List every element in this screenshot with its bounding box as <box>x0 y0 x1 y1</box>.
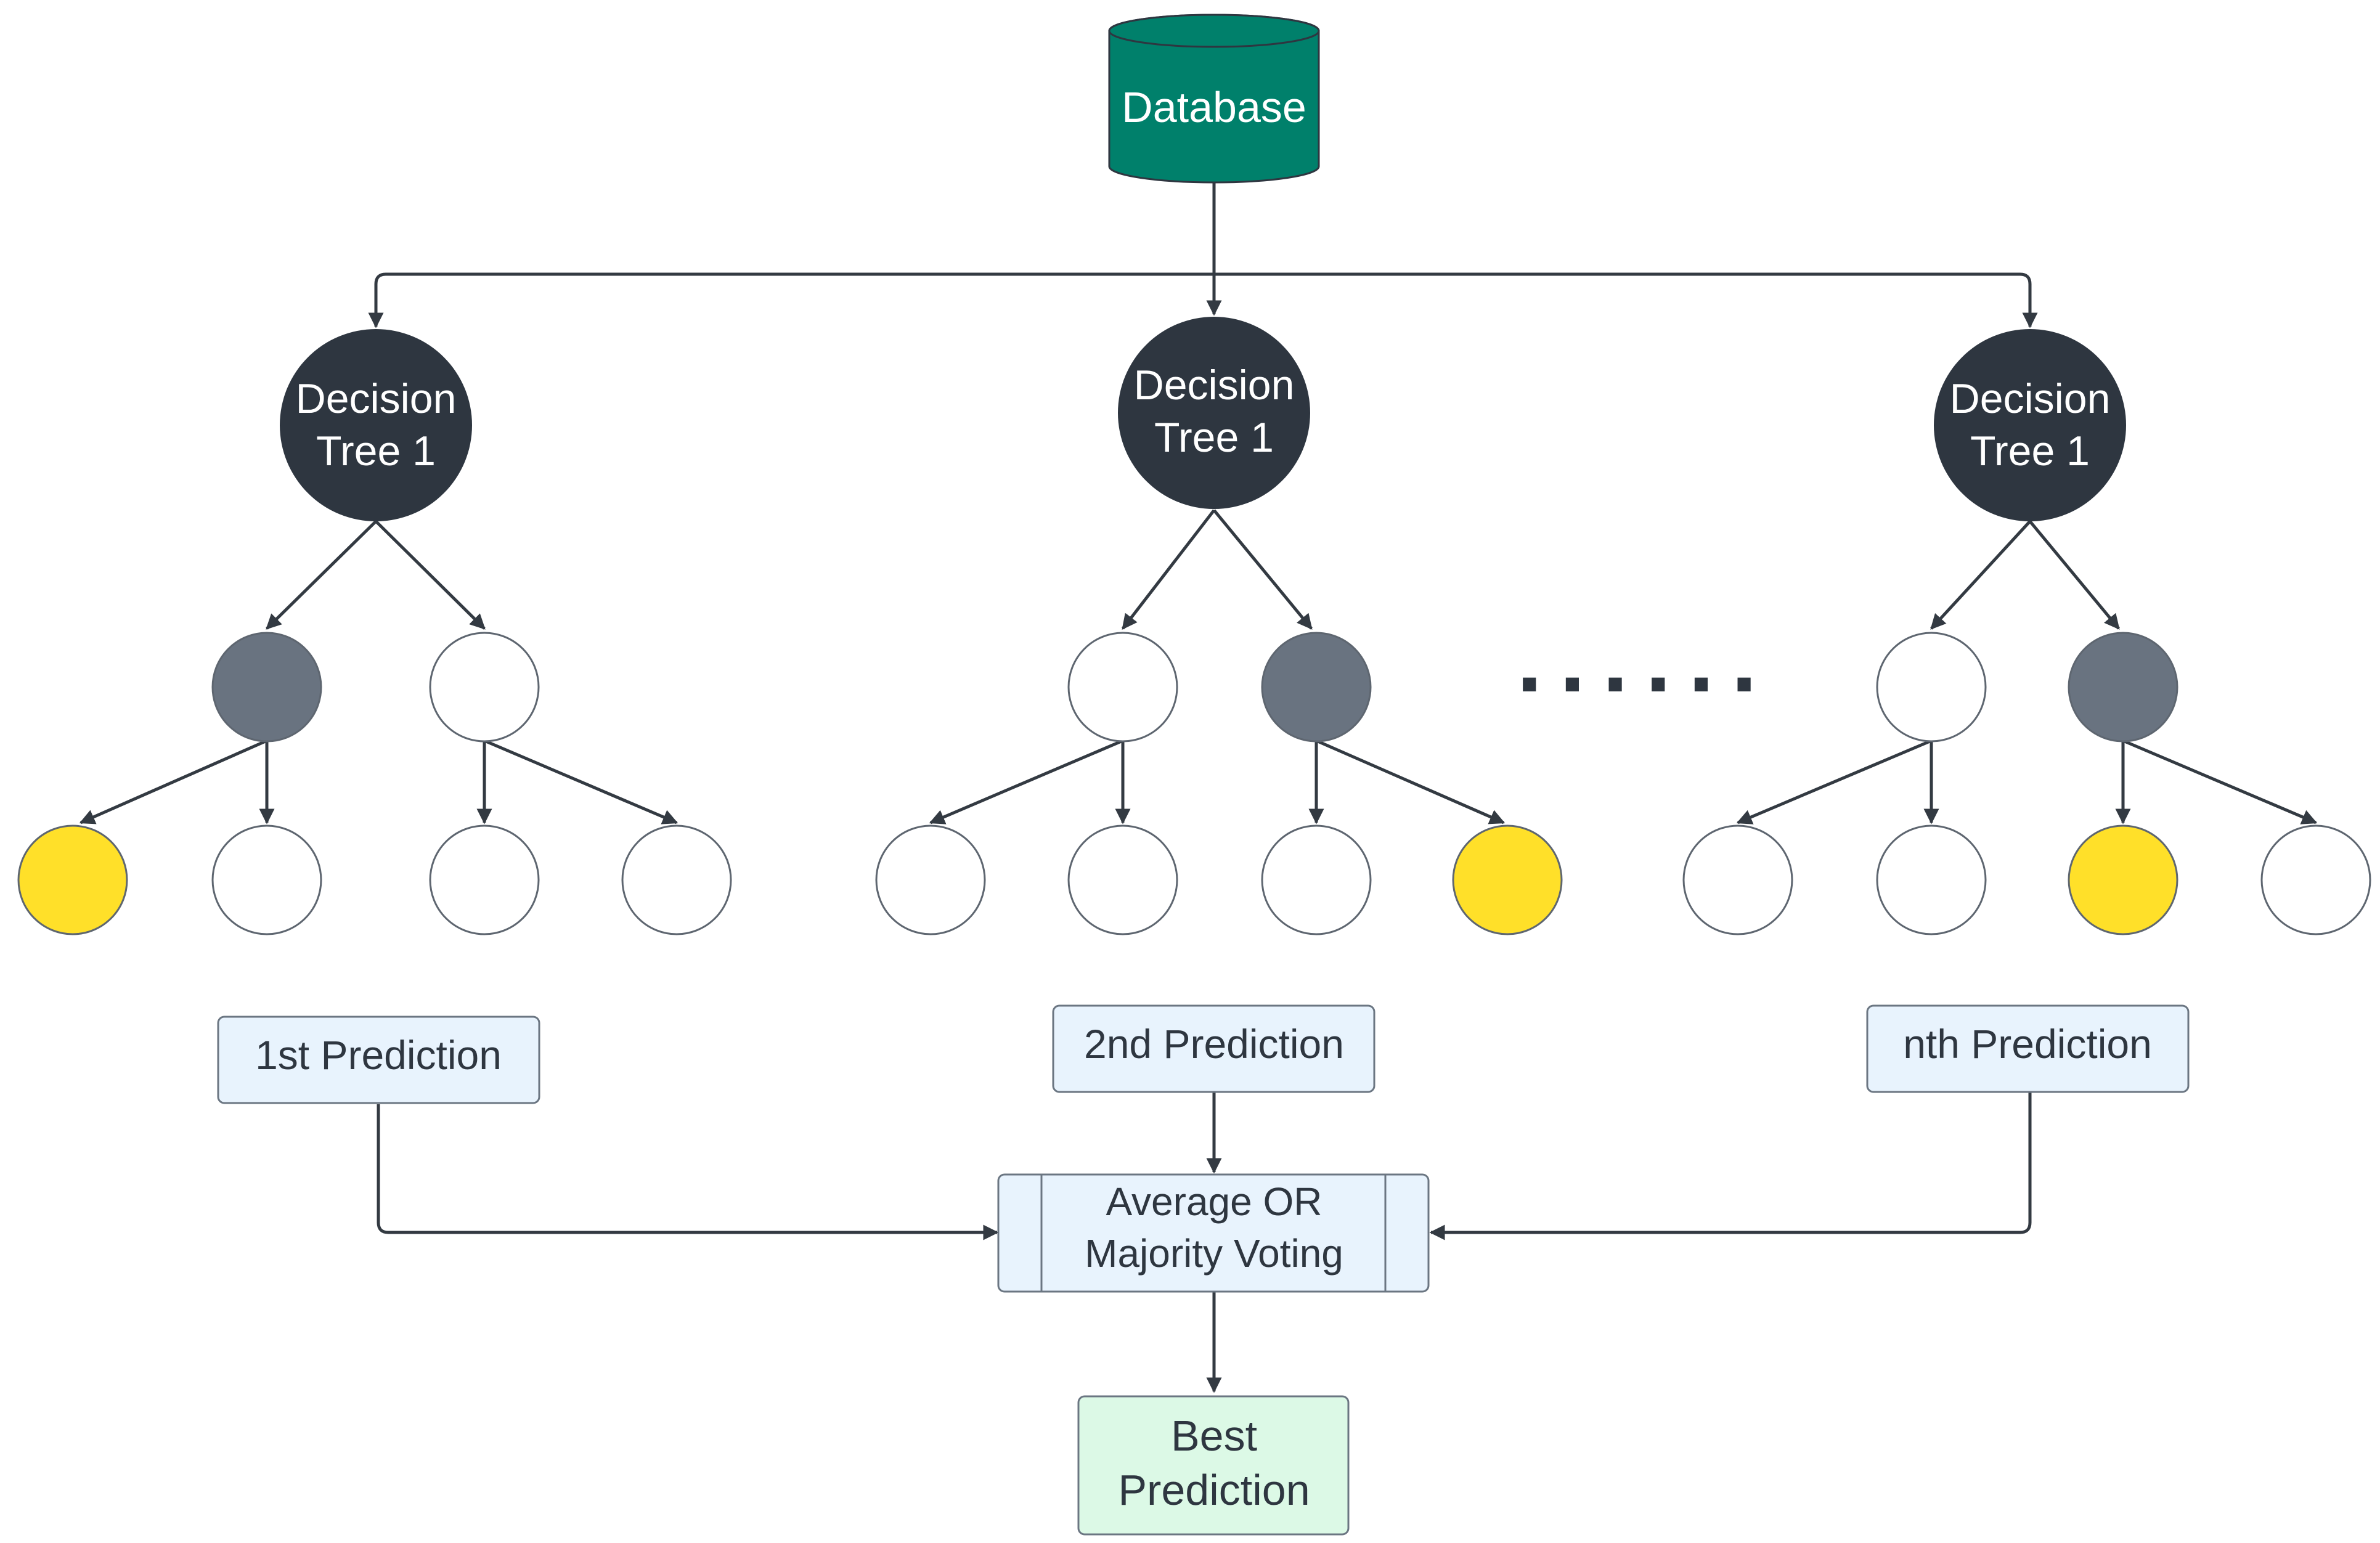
leaf-node <box>17 824 128 935</box>
connector-to-tree-3 <box>1214 272 2038 328</box>
connectors <box>79 182 2318 1393</box>
tree-node <box>429 632 540 743</box>
tree-root-label: Tree 1 <box>1970 428 2090 474</box>
database-label: Database <box>1122 83 1306 131</box>
leaf-nodes <box>17 824 2371 935</box>
prediction-label: 2nd Prediction <box>1084 1021 1344 1067</box>
leaf-node <box>1876 824 1987 935</box>
result-label: Prediction <box>1118 1466 1310 1514</box>
tree-root-1: Decision Tree 1 <box>280 329 472 521</box>
edge <box>266 520 377 630</box>
edge <box>1930 520 2031 630</box>
edge <box>929 739 1123 824</box>
edge <box>484 739 679 824</box>
tree-node <box>2068 632 2178 743</box>
leaf-node <box>1452 824 1563 935</box>
leaf-node <box>875 824 986 935</box>
prediction-box-1: 1st Prediction <box>217 1016 540 1104</box>
tree-root-label: Tree 1 <box>1154 414 1274 461</box>
leaf-node <box>621 824 732 935</box>
leaf-node <box>211 824 322 935</box>
tree-root-label: Tree 1 <box>316 428 436 474</box>
edge <box>79 739 268 824</box>
connector-1st-to-aggregator <box>377 1104 999 1240</box>
leaf-node <box>2260 824 2371 935</box>
tree-root-label: Decision <box>296 375 457 422</box>
result-label: Best <box>1171 1412 1257 1460</box>
leaf-node <box>1261 824 1372 935</box>
tree-root-label: Decision <box>1950 375 2111 422</box>
aggregator-label: Majority Voting <box>1085 1231 1343 1276</box>
edge <box>2122 739 2318 824</box>
tree-root-3: Decision Tree 1 <box>1934 329 2126 521</box>
prediction-box-2: 2nd Prediction <box>1052 1004 1375 1093</box>
edge <box>375 520 486 630</box>
tree-root-label: Decision <box>1134 362 1295 409</box>
leaf-node <box>1067 824 1178 935</box>
edge <box>1122 509 1215 630</box>
edge <box>2029 520 2120 630</box>
best-prediction-box: Best Prediction <box>1077 1395 1350 1536</box>
prediction-box-n: nth Prediction <box>1866 1004 2190 1093</box>
database-cylinder: Database <box>1108 14 1320 184</box>
ellipsis: ...... <box>1517 608 1774 711</box>
edge <box>1315 739 1506 824</box>
prediction-label: 1st Prediction <box>255 1032 502 1078</box>
aggregator-label: Average OR <box>1106 1179 1322 1224</box>
tree-root-2: Decision Tree 1 <box>1118 317 1310 509</box>
database-top <box>1108 14 1320 48</box>
connector-to-tree-1 <box>368 272 1214 328</box>
tree-node <box>1067 632 1178 743</box>
leaf-node <box>1682 824 1793 935</box>
tree-node <box>1261 632 1372 743</box>
aggregator-box: Average OR Majority Voting <box>997 1173 1430 1293</box>
tree-node <box>211 632 322 743</box>
connector-nth-to-aggregator <box>1429 1092 2032 1240</box>
leaf-node <box>429 824 540 935</box>
edge <box>1736 739 1932 824</box>
leaf-node <box>2068 824 2178 935</box>
prediction-label: nth Prediction <box>1903 1021 2152 1067</box>
tree-node <box>1876 632 1987 743</box>
edge <box>1213 509 1313 630</box>
internal-nodes <box>211 632 2178 743</box>
